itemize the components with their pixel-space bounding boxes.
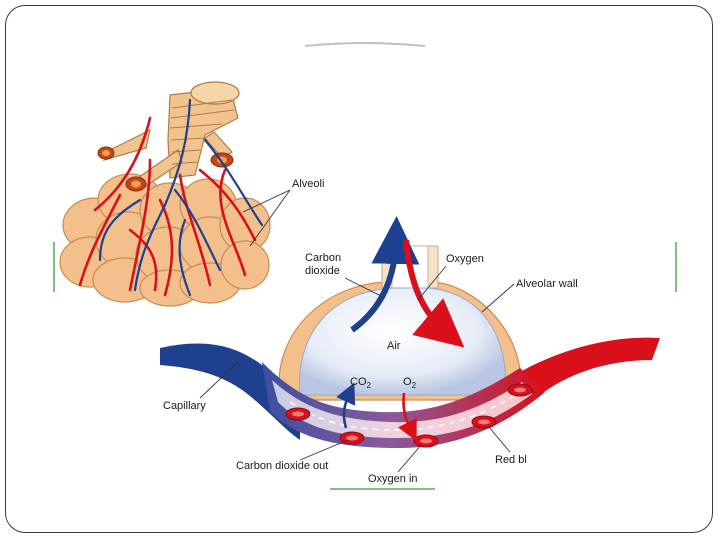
label-o2-sub: 2	[412, 381, 417, 390]
label-oxygen: Oxygen	[446, 253, 484, 265]
label-alveolar-wall: Alveolar wall	[516, 278, 578, 290]
bottom-accent-line	[330, 488, 435, 490]
label-capillary: Capillary	[163, 400, 206, 412]
leader-alveoli	[242, 189, 291, 247]
leader-capillary	[199, 361, 239, 399]
label-carbon-dioxide: Carbon dioxide	[305, 252, 344, 277]
label-carbon-dioxide-line1: Carbon	[305, 252, 341, 264]
left-accent-line	[53, 242, 55, 292]
leader-carbon-dioxide	[344, 277, 386, 299]
leader-alveolar-wall	[481, 283, 515, 313]
title-underline	[304, 42, 426, 47]
leader-red-blood	[487, 425, 511, 453]
label-co2-base: CO	[350, 376, 367, 388]
label-carbon-dioxide-line2: dioxide	[305, 265, 340, 277]
alveoli-cluster	[59, 81, 271, 307]
label-alveoli: Alveoli	[292, 178, 324, 190]
label-oxygen-in: Oxygen in	[368, 473, 418, 485]
leader-oxygen-in	[397, 443, 423, 473]
capillary-vessel	[160, 337, 660, 448]
label-air: Air	[387, 340, 401, 352]
right-accent-line	[675, 242, 677, 292]
label-o2: O2	[403, 376, 417, 390]
co2-exchange-arrow	[336, 382, 356, 429]
label-o2-base: O	[403, 376, 412, 388]
o2-air-arrow	[403, 239, 465, 348]
leader-carbon-dioxide-out	[299, 439, 349, 461]
leader-oxygen	[417, 265, 447, 301]
co2-air-arrow	[350, 216, 420, 333]
label-co2-sub: 2	[367, 381, 372, 390]
o2-exchange-arrow	[398, 392, 417, 442]
label-carbon-dioxide-out: Carbon dioxide out	[236, 460, 328, 472]
label-red-blood: Red bl	[495, 454, 527, 466]
label-co2: CO2	[350, 376, 372, 390]
